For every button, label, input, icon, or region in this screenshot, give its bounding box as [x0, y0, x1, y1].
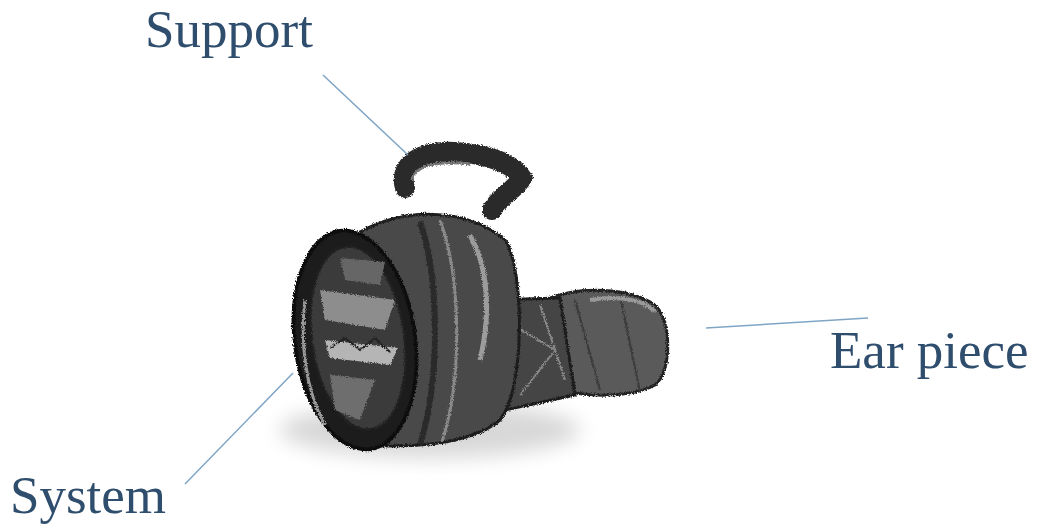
- hearing-device: [280, 152, 667, 457]
- system-component: [340, 258, 385, 285]
- leader-line: [185, 373, 293, 484]
- system-component: [320, 290, 395, 330]
- ear-tip-texture: [575, 295, 640, 392]
- part-label: System: [10, 469, 166, 522]
- system-face: [300, 240, 417, 435]
- part-label: Ear piece: [830, 324, 1029, 377]
- system-component: [330, 375, 375, 420]
- disc-highlight: [303, 300, 325, 425]
- leader-line: [323, 75, 408, 155]
- body-highlight: [470, 235, 487, 360]
- part-label: Support: [145, 3, 313, 56]
- body-band: [420, 222, 435, 445]
- ear-tip-highlight: [590, 298, 655, 312]
- system-wire: [330, 338, 390, 352]
- hook-highlight: [412, 163, 470, 180]
- body-band-highlight: [440, 220, 457, 442]
- support-hook: [404, 152, 522, 210]
- system-disc: [280, 223, 429, 458]
